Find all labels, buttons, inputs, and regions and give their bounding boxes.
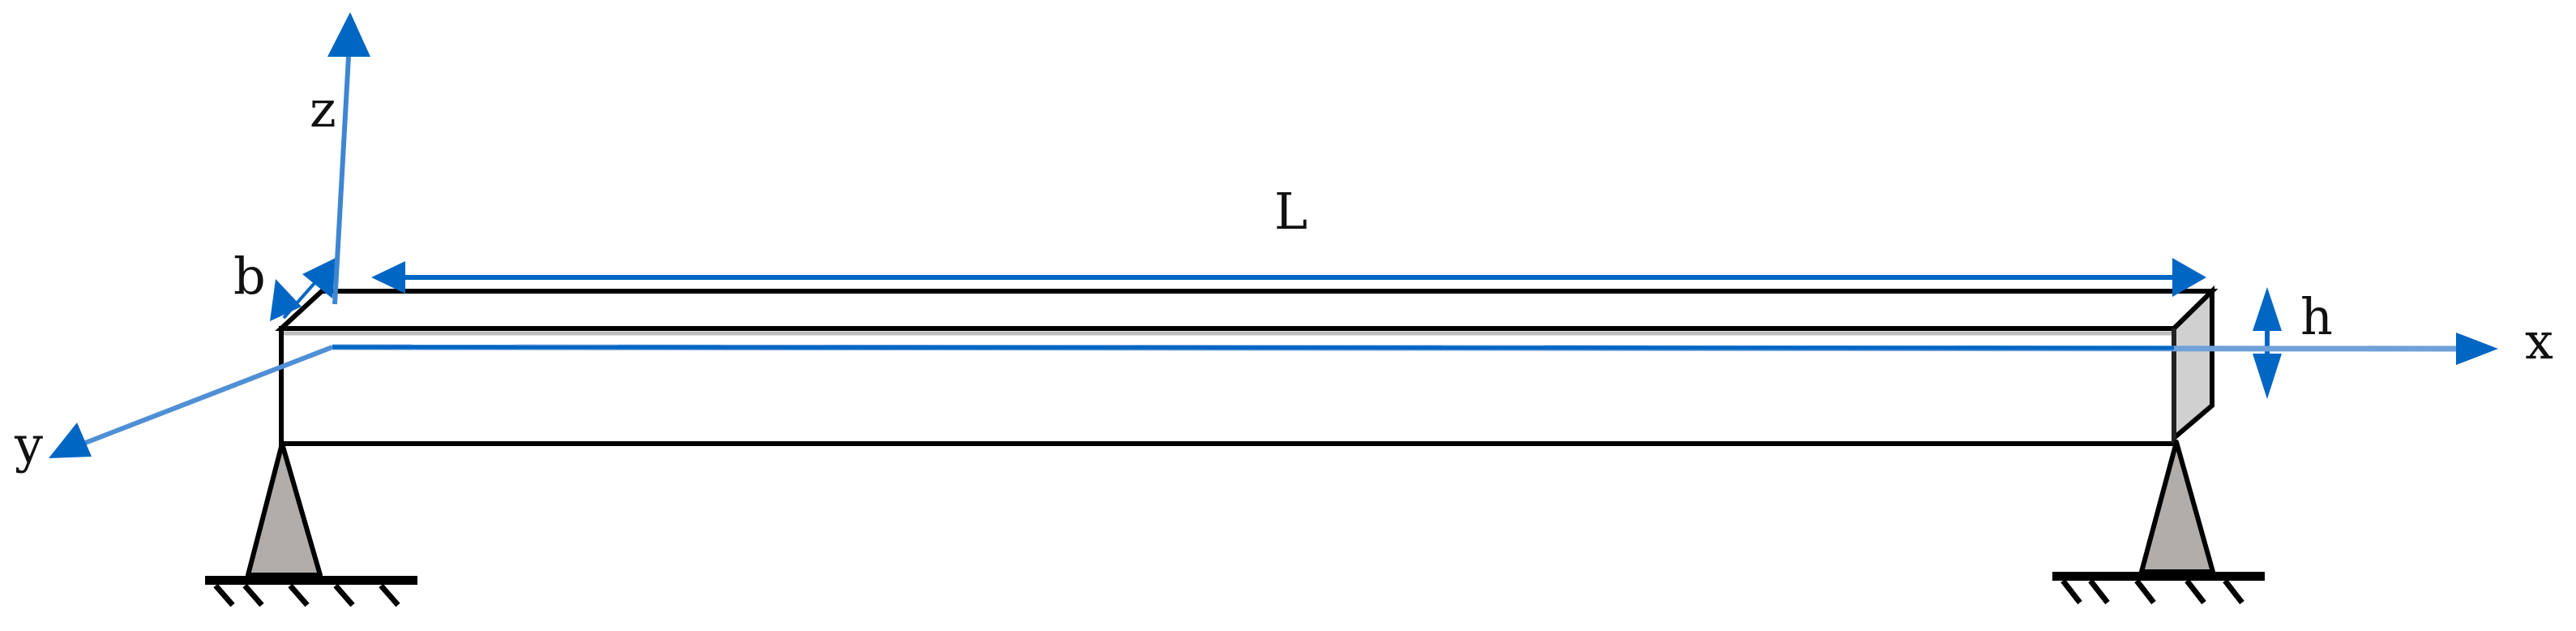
axis-y-arrow-icon [49,423,92,458]
length-dimension [371,258,2206,297]
axis-x [332,333,2498,365]
length-label: L [1274,182,1307,241]
width-label: b [233,247,266,306]
arrow-up-right-icon [302,258,336,298]
beam [275,285,2219,446]
ground-hatch-icon [213,583,400,607]
axis-y-label: y [14,415,43,474]
arrow-up-icon [2253,287,2282,331]
height-dimension [2253,287,2282,399]
width-dimension [270,258,336,321]
arrow-left-icon [371,261,405,294]
right-support [2052,440,2265,605]
axis-x-label: x [2525,311,2553,371]
axis-z-label: z [310,79,336,139]
beam-top-face [275,289,2219,331]
axis-y [49,345,334,458]
arrow-down-left-icon [270,279,302,321]
axis-z [327,12,370,305]
arrow-down-icon [2253,354,2282,399]
height-label: h [2300,287,2333,346]
axis-x-arrow-icon [2456,333,2498,365]
ground-hatch-icon [2060,578,2244,605]
left-support [205,441,417,607]
arrow-right-icon [2172,258,2206,297]
axis-z-arrow-icon [327,12,370,57]
